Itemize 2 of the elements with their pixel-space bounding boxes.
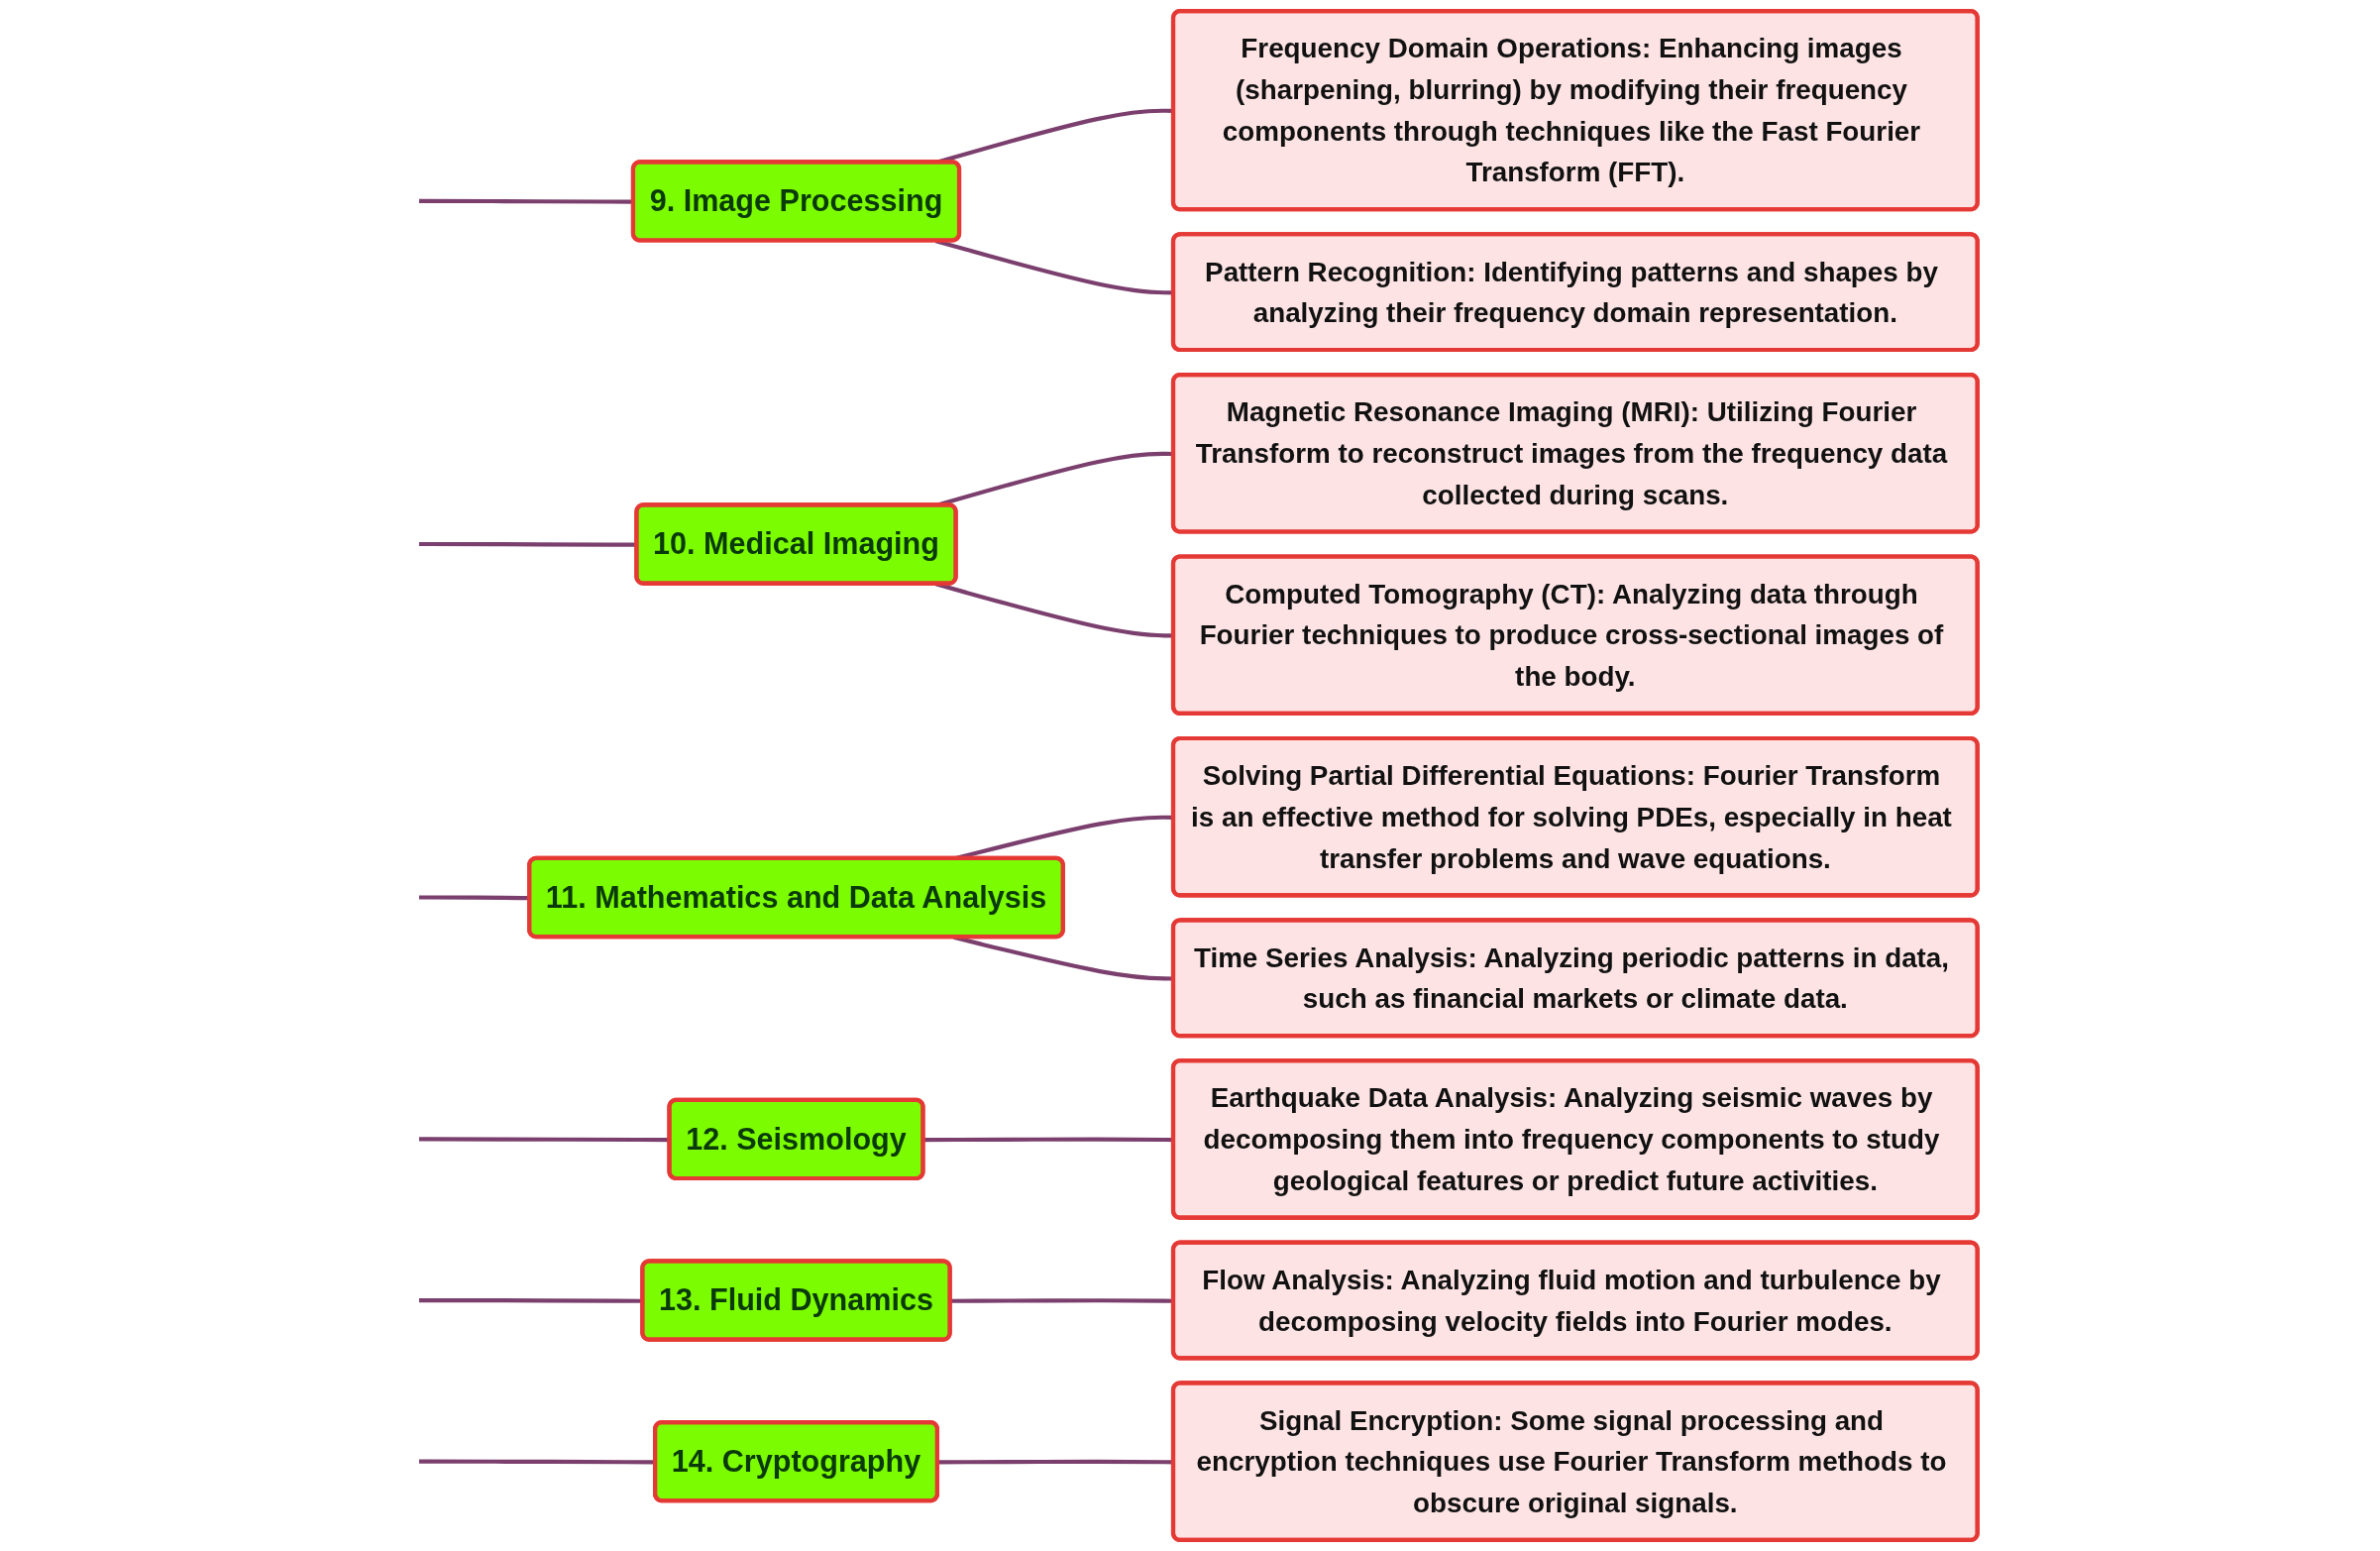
connector bbox=[418, 198, 634, 204]
connector bbox=[418, 1297, 643, 1303]
